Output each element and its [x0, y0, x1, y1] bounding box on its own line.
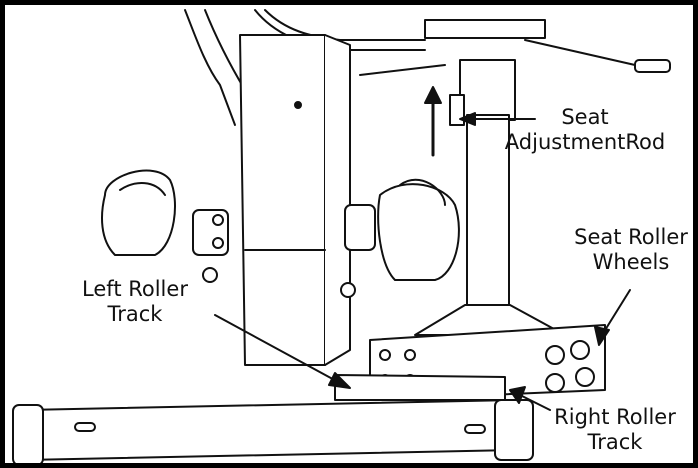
carriage-bolt-1: [379, 349, 391, 361]
left-crank-bolt-2: [212, 237, 224, 249]
seat-wheels-leader: [601, 289, 631, 336]
left-crank-bolt-1: [212, 214, 224, 226]
stabilizer-tube: [24, 399, 516, 461]
right-track-arrowhead: [509, 386, 526, 404]
left-end-cap: [12, 404, 44, 463]
upper-frame-curve: [184, 9, 236, 126]
seat-wheels-label-line2: Wheels: [592, 250, 670, 274]
right-crank-hub: [344, 204, 376, 251]
seat-roller-wheels-label: Seat Roller Wheels: [561, 225, 693, 275]
seat-base-plate: [424, 19, 546, 39]
seat-wheels-label-line1: Seat Roller: [574, 225, 688, 249]
main-column-side: [324, 34, 351, 366]
left-track-arrowhead: [328, 372, 351, 389]
stabilizer-slot: [74, 422, 96, 432]
roller-track-top: [334, 374, 506, 401]
seat-post: [466, 114, 510, 311]
main-column: [239, 34, 326, 366]
left-pedal: [101, 169, 176, 256]
adjust-bar: [359, 64, 446, 76]
seat-rod-arrowhead: [459, 112, 476, 126]
left-crank-hub: [192, 209, 229, 256]
adjustment-rod-knob: [449, 94, 465, 126]
left-crank-knob: [202, 267, 218, 283]
right-track-leader: [519, 394, 551, 411]
column-bolt: [294, 101, 302, 109]
left-pedal-strap: [119, 182, 166, 196]
right-pedal-strap: [399, 178, 446, 206]
carriage-bolt-3: [404, 349, 416, 361]
seat-lever: [524, 39, 636, 66]
upper-frame-curve-2: [204, 9, 246, 91]
seat-post-collar: [459, 59, 516, 121]
lever-knob: [634, 59, 671, 73]
seat-adjustment-rod-label: Seat AdjustmentRod: [475, 105, 693, 155]
right-crank-knob: [340, 282, 356, 298]
left-track-label-line2: Track: [107, 302, 163, 326]
left-roller-track-label: Left Roller Track: [55, 277, 215, 327]
seat-roller-wheel-1: [545, 345, 565, 365]
left-track-label-line1: Left Roller: [82, 277, 188, 301]
right-roller-track-label: Right Roller Track: [535, 405, 693, 455]
right-pedal: [377, 183, 460, 281]
seat-roller-wheel-4: [575, 367, 595, 387]
seat-rod-label-line1: Seat: [561, 105, 609, 129]
seat-roller-wheel-2: [570, 340, 590, 360]
seat-rod-label-line2: AdjustmentRod: [504, 130, 666, 154]
seat-roller-wheel-3: [545, 373, 565, 393]
right-end-cap: [494, 399, 534, 461]
exercise-bike-line-drawing: [12, 9, 671, 463]
up-arrow-head: [424, 86, 442, 104]
right-track-label-line2: Track: [587, 430, 643, 454]
left-track-leader: [214, 314, 341, 384]
right-track-label-line1: Right Roller: [554, 405, 676, 429]
seat-wheels-arrowhead: [594, 326, 610, 346]
stabilizer-slot-2: [464, 424, 486, 434]
